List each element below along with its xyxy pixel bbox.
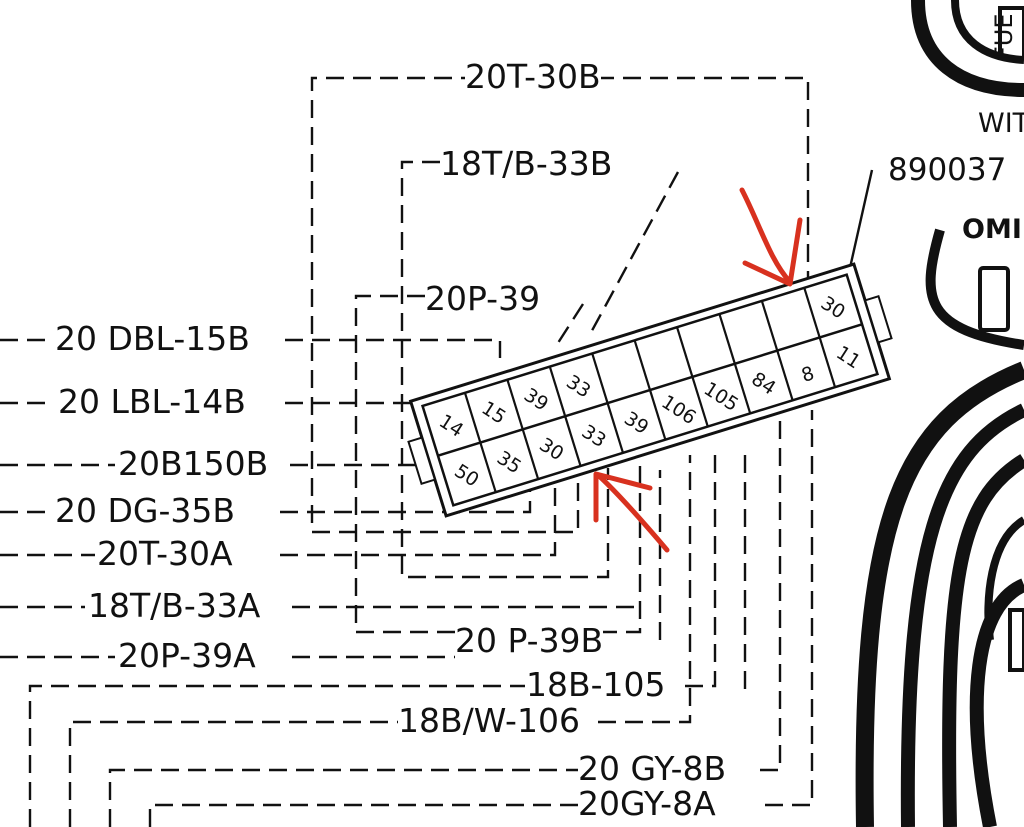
- wire-label-18bw-106: 18B/W-106: [398, 701, 580, 740]
- label-wit: WIT: [978, 110, 1024, 137]
- dash-outline-shapes: [855, 0, 1024, 827]
- arrowhead-top-right: [742, 217, 803, 287]
- connector-cell-divider: [818, 337, 837, 388]
- connector-cell-divider: [718, 313, 736, 365]
- wire-label-20t-30a: 20T-30A: [97, 534, 233, 573]
- connector-cell-divider: [691, 376, 709, 427]
- connector-cell-divider: [760, 300, 779, 351]
- connector-cell-divider: [776, 350, 794, 401]
- connector-cell-divider: [648, 389, 667, 440]
- connector-cell-divider: [803, 287, 821, 338]
- wire-label-18tb-33b: 18T/B-33B: [440, 144, 613, 183]
- connector-cell-divider: [564, 415, 582, 467]
- wire-label-20p-39b: 20 P-39B: [455, 621, 604, 660]
- wire-label-20gy-8a: 20GY-8A: [578, 784, 716, 823]
- annotation-arrows: [593, 187, 803, 553]
- wire-label-20lbl-14b: 20 LBL-14B: [58, 382, 246, 421]
- wire-label-20dbl-15b: 20 DBL-15B: [55, 319, 250, 358]
- connector-cell-divider: [479, 442, 497, 493]
- wire-label-20p-39: 20P-39: [425, 279, 541, 318]
- arrowhead-bottom-center: [593, 471, 653, 523]
- wire-paths: [0, 76, 874, 827]
- wire-label-20t-30b: 20T-30B: [465, 57, 601, 96]
- connector-cell-divider: [506, 379, 524, 430]
- wire-label-20b150b: 20B150B: [118, 444, 269, 483]
- connector-cell-divider: [591, 353, 609, 404]
- connector-cell-divider: [548, 366, 567, 417]
- wire-label-18tb-33a: 18T/B-33A: [88, 586, 261, 625]
- connector-cell-divider: [521, 429, 540, 480]
- label-omi: OMI: [962, 214, 1022, 245]
- connector-cell-divider: [606, 402, 625, 454]
- wire-label-18b-105: 18B-105: [526, 665, 666, 704]
- connector-cell-divider: [463, 392, 482, 443]
- wire-label-20gy-8b: 20 GY-8B: [578, 749, 727, 788]
- arrow-bottom-center: [595, 472, 670, 553]
- wire-label-20dg-35b: 20 DG-35B: [55, 491, 236, 530]
- label-fue: FUE: [990, 13, 1018, 60]
- arrow-top-right: [739, 187, 793, 285]
- wire-label-20p-39a: 20P-39A: [118, 636, 256, 675]
- connector-cell-divider: [633, 340, 652, 391]
- connector-cell-divider: [733, 363, 752, 414]
- part-number-label: 890037: [888, 152, 1007, 188]
- connector-cell-divider: [675, 326, 694, 378]
